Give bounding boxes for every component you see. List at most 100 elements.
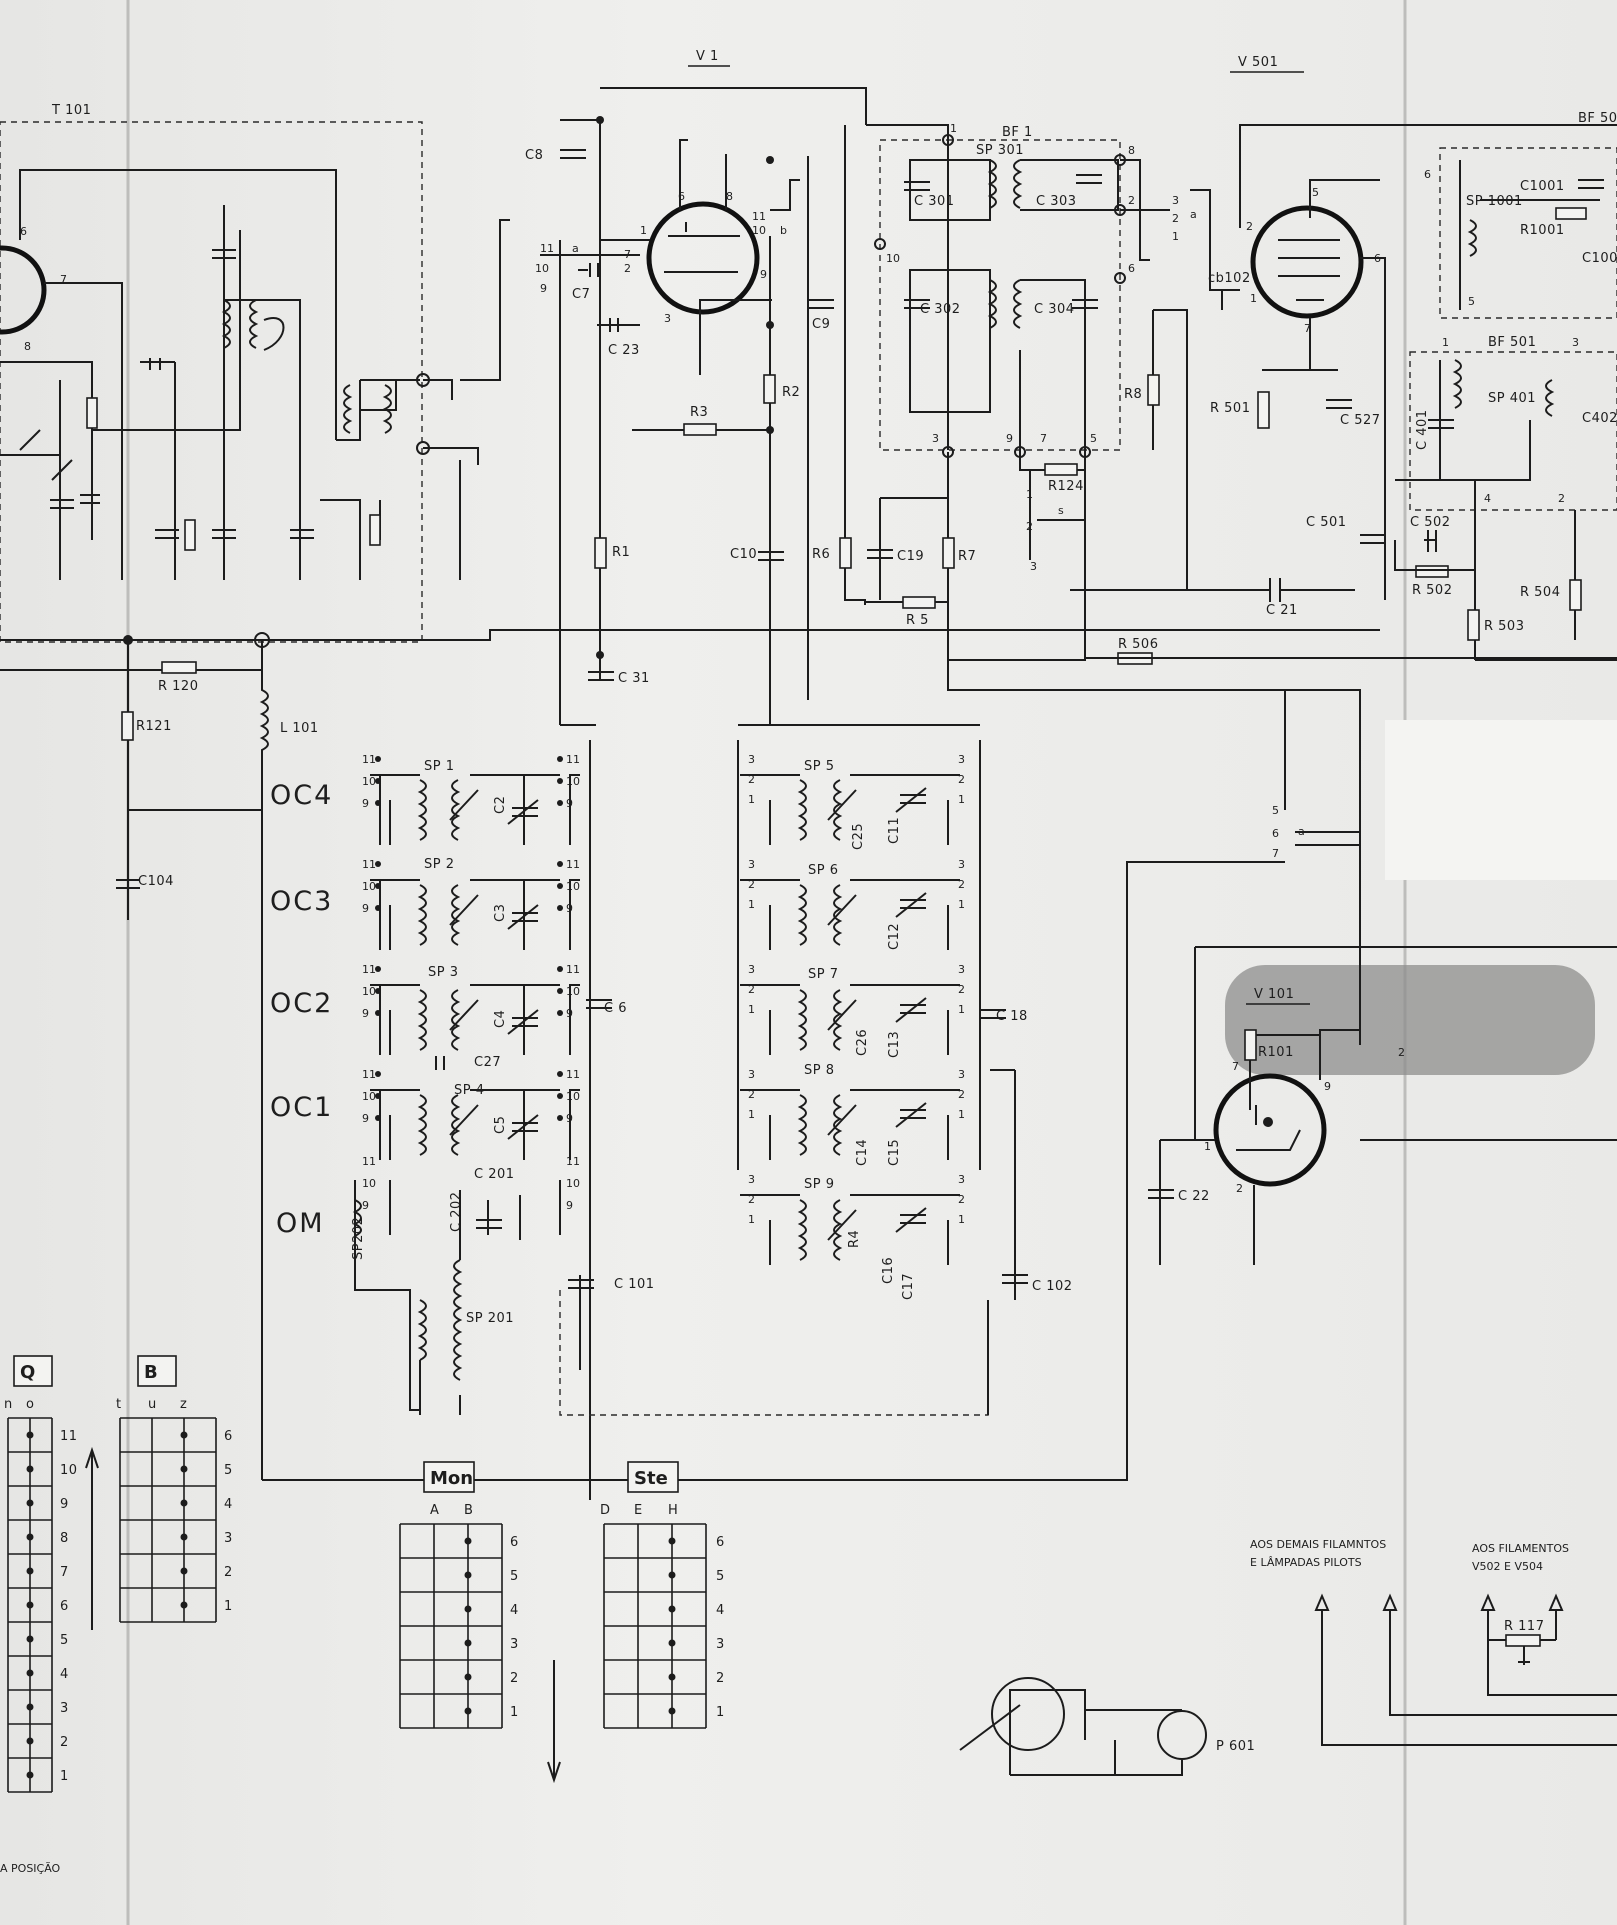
- c10-label: C10: [730, 547, 757, 562]
- svg-text:4: 4: [1484, 492, 1491, 505]
- svg-text:2: 2: [748, 983, 755, 996]
- svg-text:8: 8: [60, 1531, 69, 1546]
- svg-text:10: 10: [566, 1090, 580, 1103]
- torn-patch: [1385, 720, 1617, 880]
- r7-label: R7: [958, 549, 976, 564]
- svg-text:1: 1: [958, 898, 965, 911]
- svg-text:10: 10: [566, 880, 580, 893]
- sp4-label: SP 4: [454, 1083, 485, 1098]
- r121: [121, 711, 134, 741]
- r1001: [1555, 207, 1587, 220]
- c25-label: C25: [851, 823, 866, 850]
- svg-text:2: 2: [748, 773, 755, 786]
- svg-text:3: 3: [958, 963, 965, 976]
- svg-text:9: 9: [540, 282, 547, 295]
- svg-text:10: 10: [566, 985, 580, 998]
- svg-text:8: 8: [24, 340, 31, 353]
- svg-text:10: 10: [60, 1463, 78, 1478]
- svg-text:6: 6: [678, 190, 685, 203]
- r506-label: R 506: [1118, 637, 1158, 652]
- c302-label: C 302: [920, 302, 961, 317]
- svg-text:1: 1: [224, 1599, 233, 1614]
- svg-text:1: 1: [748, 898, 755, 911]
- svg-text:1: 1: [958, 793, 965, 806]
- band-oc2: OC2: [270, 988, 333, 1019]
- svg-text:6: 6: [1128, 262, 1135, 275]
- c202-label: C 202: [449, 1191, 464, 1232]
- svg-text:9: 9: [362, 797, 369, 810]
- svg-text:3: 3: [1572, 336, 1579, 349]
- svg-text:11: 11: [362, 963, 376, 976]
- tube-v501: [1250, 205, 1364, 319]
- r2-label: R2: [782, 385, 800, 400]
- c14-label: C14: [855, 1139, 870, 1166]
- svg-text:2: 2: [1558, 492, 1565, 505]
- svg-text:3: 3: [748, 753, 755, 766]
- r117: [1505, 1634, 1541, 1647]
- svg-text:7: 7: [1272, 847, 1279, 860]
- svg-text:8: 8: [726, 190, 733, 203]
- r121-label: R121: [136, 719, 172, 734]
- svg-text:6: 6: [1424, 168, 1431, 181]
- svg-text:1: 1: [748, 1003, 755, 1016]
- c4-label: C4: [493, 1010, 508, 1028]
- c5-label: C5: [493, 1116, 508, 1134]
- svg-text:3: 3: [224, 1531, 233, 1546]
- svg-text:9: 9: [760, 268, 767, 281]
- svg-text:1: 1: [1026, 488, 1033, 501]
- c15-label: C15: [887, 1139, 902, 1166]
- c201-label: C 201: [474, 1167, 515, 1182]
- c18-label: C 18: [996, 1009, 1028, 1024]
- svg-text:11: 11: [362, 753, 376, 766]
- sp2-label: SP 2: [424, 857, 455, 872]
- svg-text:10: 10: [362, 1090, 376, 1103]
- c21-label: C 21: [1266, 603, 1298, 618]
- sp3-label: SP 3: [428, 965, 459, 980]
- c304-label: C 304: [1034, 302, 1075, 317]
- band-oc3: OC3: [270, 886, 333, 917]
- svg-text:5: 5: [224, 1463, 233, 1478]
- svg-text:11: 11: [566, 753, 580, 766]
- r6-label: R6: [812, 547, 830, 562]
- sp202-label: SP202: [351, 1217, 366, 1260]
- svg-text:2: 2: [748, 1088, 755, 1101]
- svg-text:H: H: [668, 1503, 678, 1518]
- c301-label: C 301: [914, 194, 955, 209]
- svg-text:1: 1: [748, 1213, 755, 1226]
- svg-text:1: 1: [958, 1003, 965, 1016]
- filaments-note-right: AOS FILAMENTOS: [1472, 1542, 1569, 1555]
- svg-text:11: 11: [362, 1155, 376, 1168]
- svg-text:A: A: [430, 1503, 439, 1518]
- svg-text:7: 7: [1232, 1060, 1239, 1073]
- svg-text:1: 1: [510, 1705, 519, 1720]
- filaments-note-left-2: E LÂMPADAS PILOTS: [1250, 1556, 1362, 1569]
- terminal: [254, 632, 270, 648]
- svg-text:9: 9: [362, 1199, 369, 1212]
- svg-text:9: 9: [566, 797, 573, 810]
- svg-text:10: 10: [362, 985, 376, 998]
- svg-text:E: E: [634, 1503, 643, 1518]
- c9-label: C9: [812, 317, 830, 332]
- svg-text:11: 11: [540, 242, 554, 255]
- tape-stain: [1225, 965, 1595, 1075]
- svg-text:7: 7: [1040, 432, 1047, 445]
- svg-text:5: 5: [1468, 295, 1475, 308]
- svg-text:1: 1: [1204, 1140, 1211, 1153]
- c12-label: C12: [887, 923, 902, 950]
- svg-text:11: 11: [566, 1155, 580, 1168]
- svg-text:9: 9: [566, 902, 573, 915]
- svg-text:10: 10: [566, 1177, 580, 1190]
- bf501-label: BF 501: [1488, 335, 1536, 350]
- cb102-label: cb102: [1208, 271, 1251, 286]
- r3: [683, 423, 717, 436]
- svg-text:3: 3: [748, 858, 755, 871]
- r501: [1257, 391, 1270, 429]
- bf50-shield: [1439, 147, 1617, 319]
- band-oc1: OC1: [270, 1092, 333, 1123]
- svg-text:9: 9: [362, 1112, 369, 1125]
- svg-text:5: 5: [1272, 804, 1279, 817]
- svg-text:n: n: [4, 1397, 13, 1412]
- c402-label: C402: [1582, 411, 1617, 426]
- r1-label: R1: [612, 545, 630, 560]
